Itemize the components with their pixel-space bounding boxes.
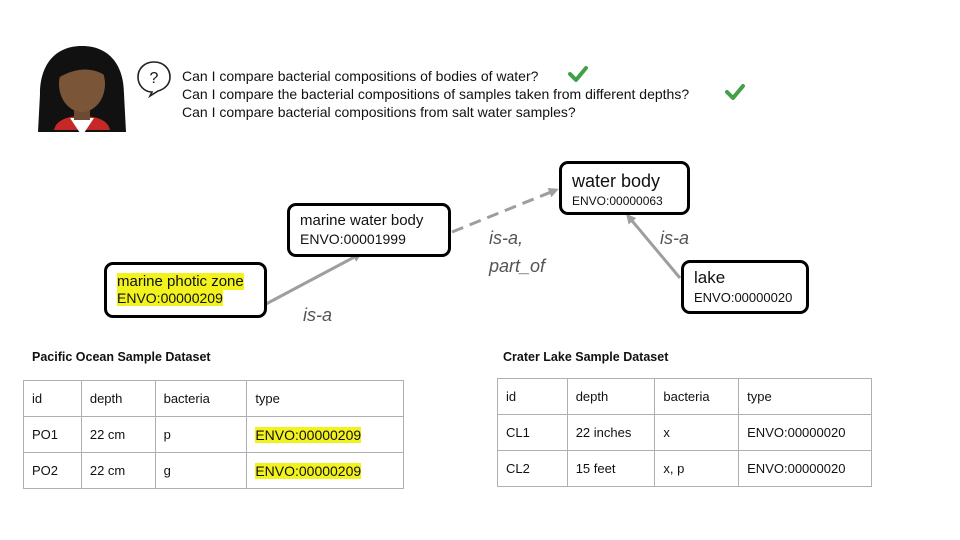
table-cell: 22 inches <box>566 414 656 451</box>
table-row: PO2 22 cm g ENVO:00000209 <box>23 452 404 489</box>
crater-dataset-title: Crater Lake Sample Dataset <box>503 350 669 364</box>
edge-label-marine-water-2: part_of <box>489 256 546 276</box>
column-header: depth <box>566 378 656 415</box>
column-header: id <box>23 380 82 417</box>
node-marine-id: ENVO:00001999 <box>300 231 406 247</box>
node-lake: lake ENVO:00000020 <box>681 260 809 314</box>
table-cell: 22 cm <box>80 452 156 489</box>
question-mark: ? <box>150 70 159 87</box>
highlighted-type: ENVO:00000209 <box>255 426 362 443</box>
node-photic-id: ENVO:00000209 <box>117 290 223 306</box>
pacific-dataset-table: id depth bacteria type PO1 22 cm p ENVO:… <box>23 380 404 489</box>
table-row: CL1 22 inches x ENVO:00000020 <box>497 414 872 451</box>
table-cell: 22 cm <box>80 416 156 453</box>
question-bubble-icon: ? <box>137 61 171 98</box>
question-3: Can I compare bacterial compositions fro… <box>182 103 576 121</box>
table-cell: ENVO:00000209 <box>246 452 404 489</box>
question-3-text: Can I compare bacterial compositions fro… <box>182 104 576 120</box>
table-cell: 15 feet <box>566 450 656 487</box>
edge-label-lake-water: is-a <box>660 228 690 248</box>
highlighted-type: ENVO:00000209 <box>255 462 362 479</box>
question-1: Can I compare bacterial compositions of … <box>182 67 538 85</box>
table-header-row: id depth bacteria type <box>497 378 872 415</box>
table-header-row: id depth bacteria type <box>23 380 404 417</box>
table-row: CL2 15 feet x, p ENVO:00000020 <box>497 450 872 487</box>
edge-label-marine-water-1: is-a, <box>489 228 524 248</box>
question-2: Can I compare the bacterial compositions… <box>182 85 689 103</box>
table-cell: PO1 <box>23 416 82 453</box>
edge-marine-to-water <box>451 187 559 234</box>
node-water-label: water body <box>572 171 661 191</box>
node-marine-water-body: marine water body ENVO:00001999 <box>287 203 451 257</box>
table-cell: ENVO:00000209 <box>246 416 404 453</box>
check-icon <box>568 66 588 82</box>
node-lake-id: ENVO:00000020 <box>694 290 793 305</box>
node-water-body: water body ENVO:00000063 <box>559 161 690 215</box>
column-header: bacteria <box>154 380 248 417</box>
column-header: type <box>246 380 404 417</box>
table-cell: ENVO:00000020 <box>738 450 872 487</box>
node-photic-label: marine photic zone <box>117 273 244 290</box>
table-cell: CL1 <box>497 414 568 451</box>
table-row: PO1 22 cm p ENVO:00000209 <box>23 416 404 453</box>
table-cell: PO2 <box>23 452 82 489</box>
node-marine-label: marine water body <box>300 212 424 229</box>
crater-dataset-table: id depth bacteria type CL1 22 inches x E… <box>497 378 872 487</box>
edge-photic-to-marine <box>265 252 363 306</box>
table-cell: x, p <box>654 450 740 487</box>
table-cell: ENVO:00000020 <box>738 414 872 451</box>
column-header: id <box>497 378 568 415</box>
edge-label-photic-marine: is-a <box>303 305 333 325</box>
question-1-text: Can I compare bacterial compositions of … <box>182 68 539 84</box>
question-2-text: Can I compare the bacterial compositions… <box>182 86 690 102</box>
edge-lake-to-water <box>626 213 682 279</box>
node-marine-photic-zone: marine photic zone ENVO:00000209 <box>104 262 267 318</box>
table-cell: p <box>154 416 248 453</box>
node-water-id: ENVO:00000063 <box>572 194 663 208</box>
table-cell: g <box>154 452 248 489</box>
table-cell: CL2 <box>497 450 568 487</box>
column-header: type <box>738 378 872 415</box>
table-cell: x <box>654 414 740 451</box>
user-avatar <box>38 46 126 136</box>
node-lake-label: lake <box>694 268 726 287</box>
pacific-dataset-title: Pacific Ocean Sample Dataset <box>32 350 211 364</box>
check-icon <box>725 84 745 100</box>
column-header: depth <box>80 380 156 417</box>
column-header: bacteria <box>654 378 740 415</box>
